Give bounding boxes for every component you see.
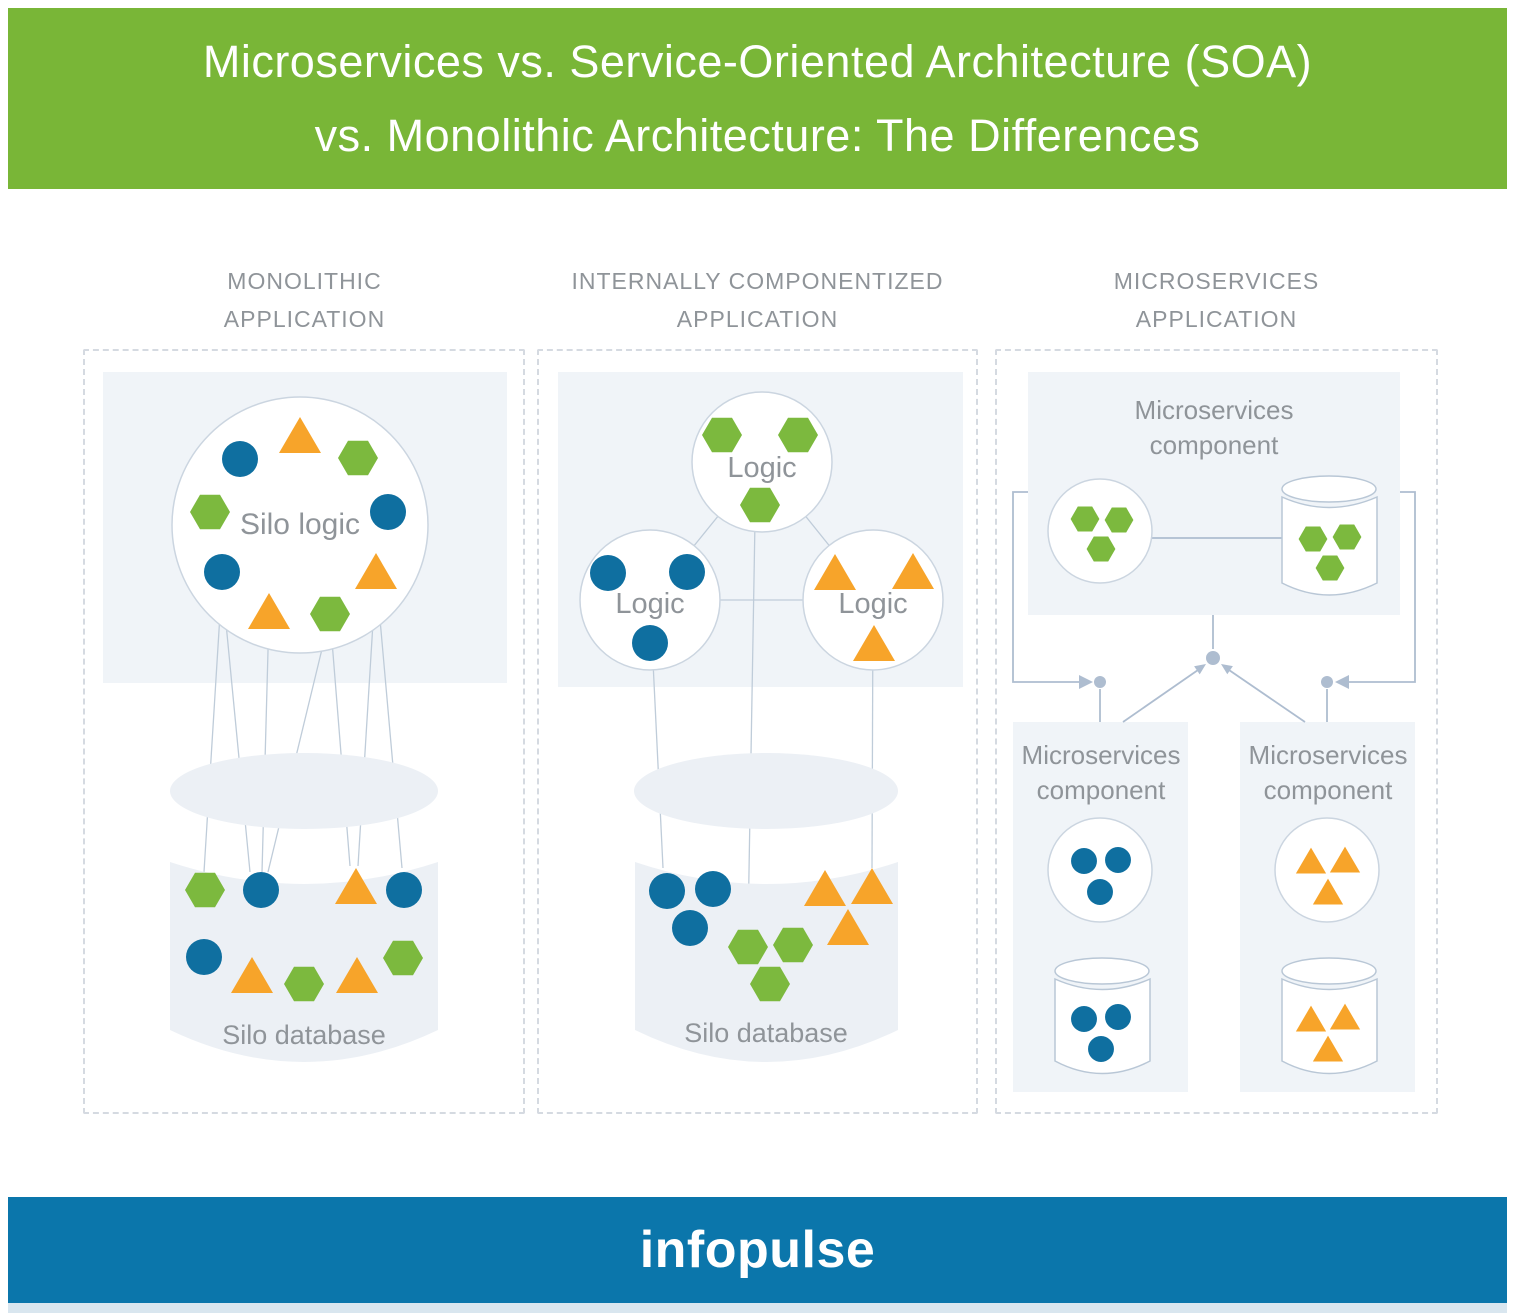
heading-line: INTERNALLY COMPONENTIZED bbox=[571, 268, 944, 294]
heading-line: APPLICATION bbox=[223, 306, 386, 332]
page-title-line1: Microservices vs. Service-Oriented Archi… bbox=[202, 35, 1313, 87]
heading-line: APPLICATION bbox=[676, 306, 839, 332]
componentized-logic-panel bbox=[558, 372, 963, 687]
silo-database-label-monolithic: Silo database bbox=[222, 1020, 386, 1050]
heading-line: MICROSERVICES bbox=[1113, 268, 1320, 294]
logic-label-left: Logic bbox=[615, 588, 685, 620]
microservices-column-box bbox=[995, 349, 1438, 1114]
silo-database-label-componentized: Silo database bbox=[684, 1018, 848, 1048]
logic-label-right: Logic bbox=[838, 588, 908, 620]
componentized-column-box bbox=[537, 349, 978, 1114]
column-heading-monolithic: MONOLITHIC APPLICATION bbox=[84, 262, 525, 338]
page-title-line2: vs. Monolithic Architecture: The Differe… bbox=[314, 109, 1201, 161]
microservices-component-label-left: Microservices component bbox=[1021, 740, 1181, 805]
column-heading-microservices: MICROSERVICES APPLICATION bbox=[995, 262, 1438, 338]
microservices-component-label-right: Microservices component bbox=[1248, 740, 1408, 805]
footer-banner: infopulse bbox=[8, 1197, 1507, 1303]
title-banner: Microservices vs. Service-Oriented Archi… bbox=[8, 8, 1507, 189]
microservices-component-label-top: Microservices component bbox=[1134, 395, 1294, 460]
logic-label-top: Logic bbox=[727, 452, 797, 484]
column-heading-componentized: INTERNALLY COMPONENTIZED APPLICATION bbox=[537, 262, 978, 338]
heading-line: APPLICATION bbox=[1135, 306, 1298, 332]
footer-accent-strip bbox=[8, 1303, 1507, 1313]
heading-line: MONOLITHIC bbox=[227, 268, 382, 294]
monolithic-column-box bbox=[83, 349, 525, 1114]
infopulse-logo: infopulse bbox=[639, 1221, 876, 1279]
silo-logic-label: Silo logic bbox=[239, 508, 361, 541]
